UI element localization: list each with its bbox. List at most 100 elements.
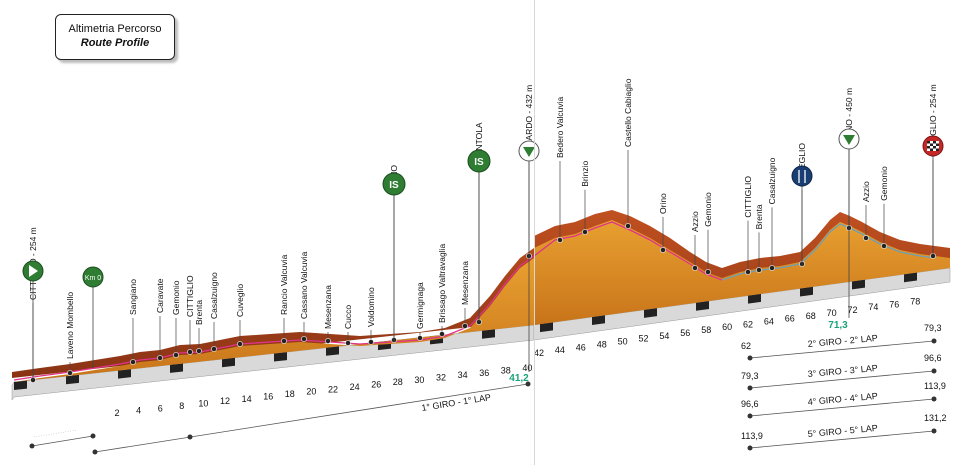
- km-tick-label: 4: [136, 406, 141, 416]
- lap-label: 5° GIRO - 5° LAP: [807, 423, 878, 439]
- lap-line-3: 79,396,63° GIRO - 3° LAP: [741, 353, 942, 391]
- base-stripe: [14, 380, 27, 390]
- km-tick-label: 54: [659, 331, 669, 341]
- km-tick-label: 16: [263, 391, 273, 401]
- waypoint: Caravate: [155, 278, 165, 361]
- waypoint-label: CITTIGLIO: [743, 176, 753, 218]
- waypoint-dot: [211, 346, 217, 352]
- waypoint: Sangiano: [128, 279, 138, 365]
- lap-1-line: · · · · · · · · · · · · · · · · · · 1° G…: [29, 381, 531, 455]
- feed-marker: [791, 165, 813, 266]
- lap-line-5: 113,9 131,2 5° GIRO - 5° LAP: [741, 413, 947, 451]
- base-stripe: [644, 308, 657, 318]
- base-stripe: [118, 369, 131, 379]
- km-tick-label: 12: [220, 396, 230, 406]
- waypoint-dot: [930, 253, 936, 259]
- lap-label: 4° GIRO - 4° LAP: [807, 391, 878, 407]
- km-tick-label: 26: [371, 380, 381, 390]
- waypoint-label: Mesenzana: [460, 261, 470, 305]
- waypoint-label: Castello Cabiaglio: [623, 78, 633, 147]
- waypoint-dot: [769, 265, 775, 271]
- waypoint-dot: [196, 348, 202, 354]
- waypoint: Casalzuigno: [209, 272, 219, 352]
- base-stripe: [222, 357, 235, 368]
- waypoint-label: Azzio: [690, 211, 700, 232]
- feed-distance: 71,3: [828, 320, 848, 331]
- sprint-marker-2: IS: [467, 149, 491, 322]
- waypoint-dot: [130, 359, 136, 365]
- waypoint-dot: [417, 335, 423, 341]
- base-stripe: [696, 301, 709, 311]
- lap-end-km: 113,9: [924, 381, 946, 391]
- waypoint: CITTIGLIO: [743, 176, 753, 275]
- sprint-label-2: IS: [474, 157, 484, 168]
- lap-start-km: 113,9: [741, 431, 763, 441]
- waypoint-dot: [881, 243, 887, 249]
- km-tick-label: 64: [764, 317, 774, 327]
- waypoint-label: GRANTOLA: [474, 122, 484, 169]
- waypoint-dot: [705, 269, 711, 275]
- waypoint: Voldomino: [366, 287, 376, 345]
- waypoint: Laveno Mombello: [65, 292, 75, 376]
- km-tick-label: 14: [242, 394, 252, 404]
- waypoint: Rancio Valcuvia: [279, 254, 289, 344]
- waypoint-dot: [345, 340, 351, 346]
- waypoint-label: Laveno Mombello: [65, 292, 75, 359]
- km-tick-label: 62: [743, 319, 753, 329]
- lap-line-4: 96,6 113,9 4° GIRO - 4° LAP: [741, 381, 946, 419]
- base-stripe: [904, 272, 917, 283]
- km0-label: Km 0: [85, 275, 101, 282]
- waypoint-label: Brenta: [194, 300, 204, 325]
- km-tick-label: 50: [618, 337, 628, 347]
- waypoint: Cassano Valcuvia: [299, 251, 309, 342]
- waypoint: Brinzio: [580, 161, 590, 235]
- waypoint: Brenta: [194, 300, 204, 354]
- km-tick-label: 56: [680, 328, 690, 338]
- base-stripe: [66, 374, 79, 385]
- km-tick-label: 42: [534, 348, 544, 358]
- base-stripes-lap2: [540, 272, 917, 333]
- waypoint: Germignaga: [415, 282, 425, 341]
- start-marker: [22, 260, 44, 380]
- title-box: Altimetria Percorso Route Profile: [55, 14, 175, 60]
- waypoint-label: CUVEGLIO: [797, 143, 807, 187]
- waypoint: Cucco: [343, 305, 353, 346]
- km-tick-label: 78: [910, 296, 920, 306]
- waypoint-label: Rancio Valcuvia: [279, 254, 289, 315]
- km-tick-label: 70: [827, 308, 837, 318]
- km-tick-label: 20: [306, 387, 316, 397]
- base-stripe: [170, 363, 183, 373]
- km-tick-label: 18: [285, 389, 295, 399]
- km-tick-label: 36: [479, 368, 489, 378]
- km-tick-label: 24: [350, 382, 360, 392]
- waypoint-label: Gemonio: [703, 192, 713, 227]
- km-tick-label: 58: [701, 325, 711, 335]
- km0-marker: Km 0: [82, 266, 104, 368]
- waypoint-label: CITTIGLIO - 254 m: [928, 84, 938, 157]
- lap-end-km: 131,2: [924, 413, 947, 423]
- waypoint: Gemonio: [879, 166, 889, 249]
- waypoint-label: Bedero Valcuvia: [555, 96, 565, 158]
- waypoint-dot: [325, 338, 331, 344]
- waypoint-dot: [692, 265, 698, 271]
- waypoint: Azzio: [861, 181, 871, 241]
- km-tick-label: 72: [847, 305, 857, 315]
- waypoints: CITTIGLIO - 254 m Laveno Mombello Sangiano…: [28, 78, 938, 383]
- km-tick-label: 10: [198, 399, 208, 409]
- waypoint-label: Brissago Valtravaglia: [437, 244, 447, 323]
- waypoint-dot: [67, 370, 73, 376]
- km-tick-label: 48: [597, 339, 607, 349]
- lap-1-small-text: · · · · · · · · · · · · · · · · · ·: [33, 427, 76, 439]
- waypoint: Mesenzana: [323, 285, 333, 344]
- km-tick-label: 34: [458, 370, 468, 380]
- start-icon: [29, 265, 38, 277]
- lap-start-km: 62: [741, 341, 751, 351]
- lap-start-km: 96,6: [741, 399, 759, 409]
- waypoint: Brenta: [754, 204, 764, 273]
- km-tick-label: 44: [555, 345, 565, 355]
- base-stripe: [800, 286, 813, 297]
